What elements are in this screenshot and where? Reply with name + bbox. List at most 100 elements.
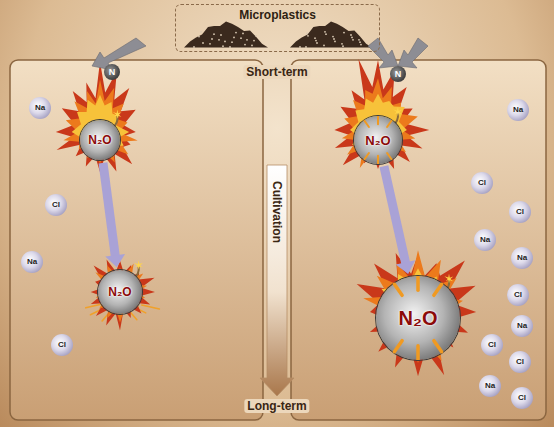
spark-line	[142, 305, 160, 309]
crack-line	[377, 116, 379, 124]
microplastic-speck	[251, 45, 253, 47]
microplastic-speck	[332, 36, 334, 38]
microplastic-speck	[222, 45, 224, 47]
microplastic-speck	[360, 44, 362, 46]
explosion	[357, 253, 477, 376]
crack-line	[394, 341, 402, 352]
microplastic-speck	[253, 40, 255, 42]
nitrogen-ball: N	[390, 66, 406, 82]
microplastic-speck	[351, 37, 353, 39]
ion-sphere: Cl	[51, 334, 73, 356]
arrow-head	[105, 254, 125, 267]
ion-label: Na	[27, 258, 37, 266]
soil-piles	[184, 22, 372, 48]
nitrogen-ball: N	[104, 64, 120, 80]
microplastic-speck	[229, 46, 231, 48]
crack-line	[377, 156, 379, 164]
ion-sphere: Cl	[481, 334, 503, 356]
crack-line	[416, 346, 420, 359]
microplastic-speck	[325, 33, 327, 35]
ion-sphere: Cl	[511, 387, 533, 409]
microplastic-speck	[209, 43, 211, 45]
microplastic-speck	[306, 33, 308, 35]
explosion	[91, 260, 155, 331]
ion-label: Na	[517, 254, 527, 262]
nitrogen-label: N	[395, 70, 402, 79]
ion-sphere: Cl	[507, 284, 529, 306]
ion-sphere: Na	[474, 229, 496, 251]
microplastic-speck	[352, 39, 354, 41]
soil-pile	[184, 22, 268, 48]
microplastic-speck	[211, 38, 213, 40]
ion-sphere: Cl	[471, 172, 493, 194]
explosion	[64, 79, 138, 163]
crack-line	[387, 153, 391, 159]
microplastic-speck	[231, 41, 233, 43]
ion-label: Cl	[478, 179, 486, 187]
ion-label: Na	[480, 236, 490, 244]
ion-label: Cl	[58, 341, 66, 349]
spark-line	[86, 304, 102, 308]
explosion	[393, 107, 402, 116]
ion-label: Cl	[52, 201, 60, 209]
right-panel	[291, 60, 546, 420]
ion-sphere: Na	[511, 247, 533, 269]
microplastic-speck	[224, 41, 226, 43]
ion-sphere: Na	[479, 375, 501, 397]
microplastic-speck	[246, 39, 248, 41]
microplastic-speck	[350, 34, 352, 36]
crack-line	[365, 153, 369, 159]
microplastic-speck	[242, 33, 244, 35]
microplastic-speck	[244, 44, 246, 46]
input-arrow	[92, 38, 146, 70]
microplastic-speck	[343, 32, 345, 34]
ion-label: Cl	[488, 341, 496, 349]
ion-label: Na	[517, 322, 527, 330]
ion-label: Na	[35, 104, 45, 112]
microplastic-speck	[198, 36, 200, 38]
microplastic-speck	[233, 37, 235, 39]
axis-label: Cultivation	[270, 181, 284, 243]
n2o-bomb: N₂O	[376, 276, 460, 360]
ion-sphere: Na	[29, 97, 51, 119]
microplastic-speck	[193, 46, 195, 48]
stage-label: Short-term	[243, 65, 310, 79]
arrow-head	[396, 260, 416, 274]
ion-label: Cl	[514, 291, 522, 299]
crack-line	[416, 277, 420, 290]
microplastic-speck	[341, 43, 343, 45]
microplastic-speck	[342, 45, 344, 47]
explosion	[134, 260, 143, 269]
explosion	[113, 109, 122, 118]
microplastic-speck	[334, 41, 336, 43]
bomb-label: N₂O	[88, 134, 111, 146]
bomb-label: N₂O	[365, 134, 390, 147]
microplastic-speck	[220, 34, 222, 36]
microplastic-speck	[316, 42, 318, 44]
n2o-bomb: N₂O	[354, 116, 402, 164]
cultivation-arrow	[260, 165, 294, 396]
ion-sphere: Na	[511, 315, 533, 337]
crack-line	[394, 284, 402, 295]
microplastic-speck	[200, 31, 202, 33]
left-panel	[10, 60, 263, 420]
microplastic-speck	[307, 35, 309, 37]
ion-sphere: Na	[507, 99, 529, 121]
microplastic-speck	[299, 46, 301, 48]
microplastics-box: Microplastics	[175, 4, 380, 52]
ion-sphere: Na	[21, 251, 43, 273]
ion-label: Na	[513, 106, 523, 114]
microplastic-speck	[315, 40, 317, 42]
microplastic-speck	[314, 37, 316, 39]
crack-line	[387, 121, 391, 127]
input-arrow	[368, 38, 398, 68]
arrow-shaft	[103, 163, 115, 257]
n2o-bomb: N₂O	[98, 270, 142, 314]
ion-sphere: Cl	[509, 201, 531, 223]
crack-line	[365, 121, 369, 127]
ion-sphere: Cl	[509, 351, 531, 373]
soil-pile	[290, 22, 372, 48]
microplastic-speck	[305, 46, 307, 48]
explosion	[444, 274, 453, 283]
